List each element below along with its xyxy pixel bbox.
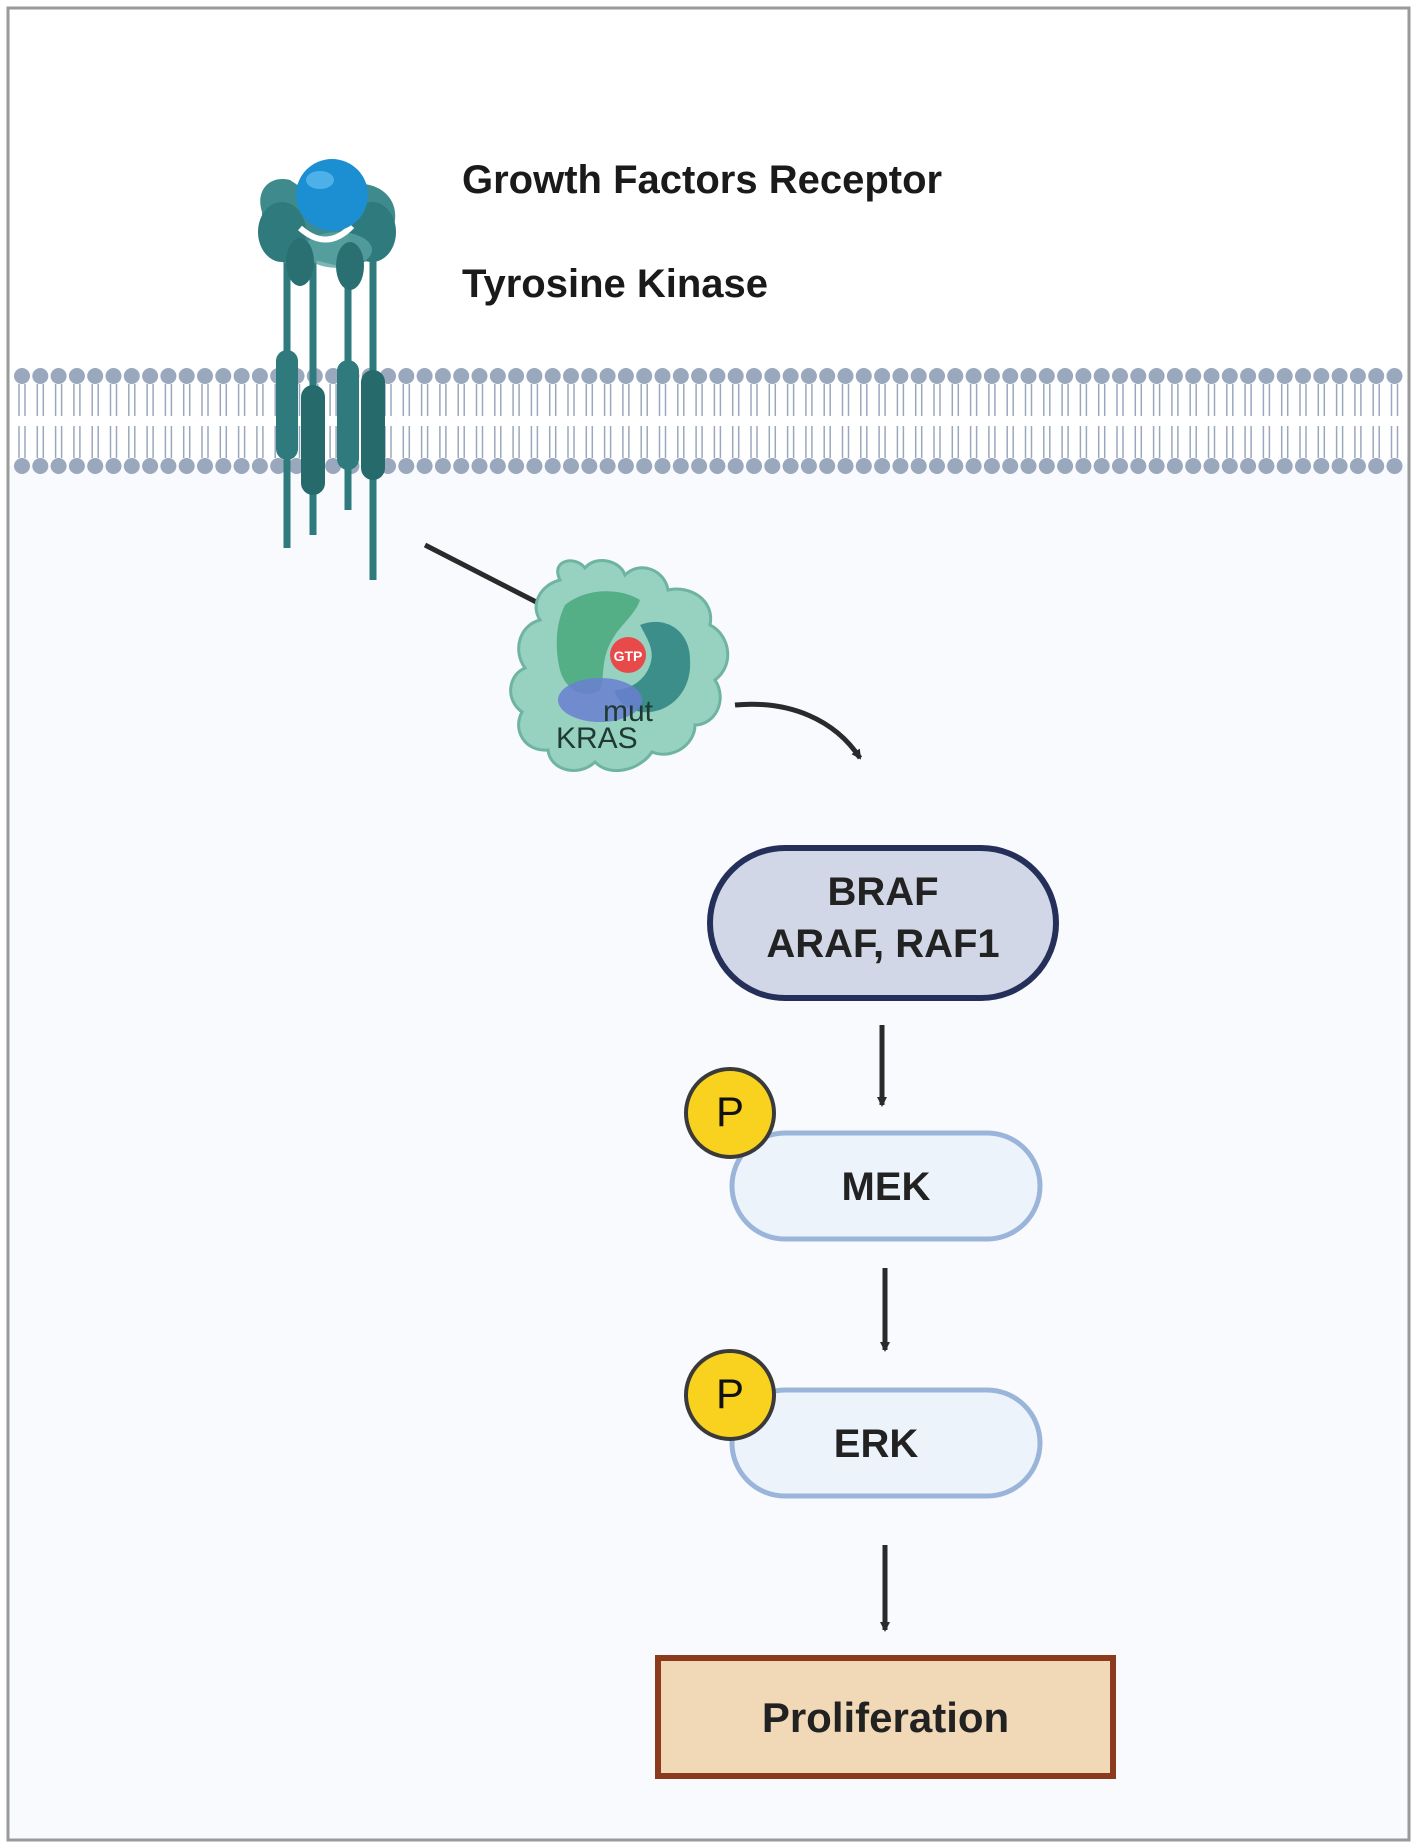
receptor-tyrosine-kinase [258, 159, 396, 580]
gtp-label: GTP [614, 648, 643, 664]
erk-phospho-icon [684, 1349, 776, 1441]
growth-factor-ligand [296, 159, 368, 231]
raf-label-line2: ARAF, RAF1 [766, 922, 1000, 966]
arrow-kras-to-raf [734, 701, 863, 760]
proliferation-node [655, 1655, 1116, 1779]
proliferation-label: Proliferation [761, 1694, 1010, 1741]
receptor-label-line1: Growth Factors Receptor [462, 158, 943, 202]
erk-phospho-label: P [715, 1370, 744, 1417]
raf-label-line1: BRAF [827, 870, 939, 914]
mek-phospho-icon [684, 1067, 776, 1159]
mek-phospho-label: P [715, 1088, 744, 1135]
erk-node [729, 1387, 1043, 1499]
raf-node [707, 845, 1059, 1001]
kras-name-label: KRAS [556, 722, 638, 755]
kras-mut-label: mut [603, 695, 654, 728]
mek-node [729, 1130, 1043, 1242]
kras-protein: GTP [509, 559, 730, 773]
mek-label: MEK [841, 1165, 931, 1209]
arrow-receptor-to-kras [423, 542, 550, 611]
gtp-icon [610, 637, 646, 673]
erk-label: ERK [833, 1422, 919, 1466]
extracellular-space [10, 10, 1407, 465]
cell-membrane [14, 368, 1403, 474]
receptor-label-line2: Tyrosine Kinase [462, 262, 769, 306]
